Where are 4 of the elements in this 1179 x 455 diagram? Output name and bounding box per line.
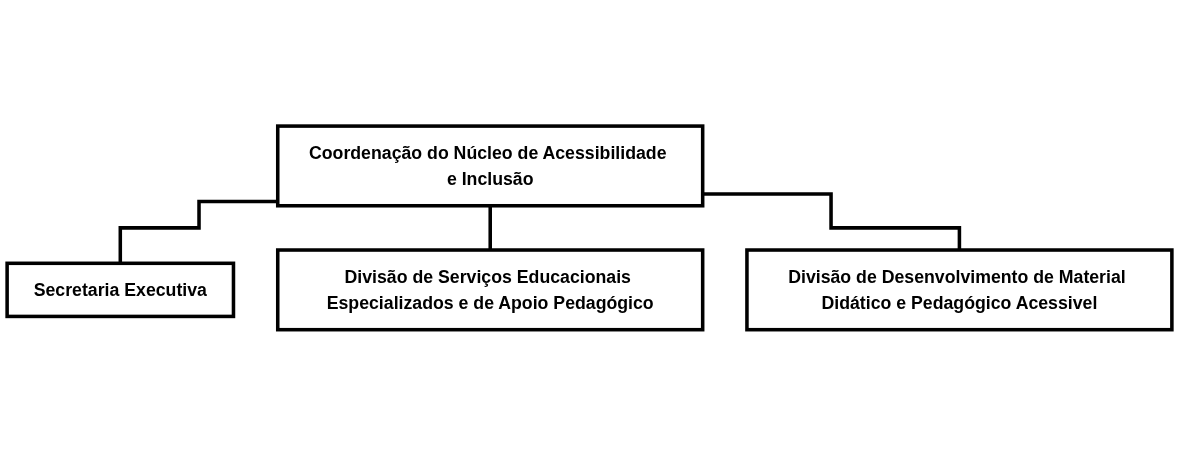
node-box: Coordenação do Núcleo de Acessibilidade e Inclusão	[275, 123, 705, 208]
node-box: Divisão de Serviços Educacionais Especializados e de Apoio Pedagógico	[275, 247, 705, 332]
node-box: Divisão de Desenvolvimento de Material Didático e Pedagógico Acessivel	[745, 247, 1174, 332]
node-box: Secretaria Executiva	[5, 261, 236, 318]
